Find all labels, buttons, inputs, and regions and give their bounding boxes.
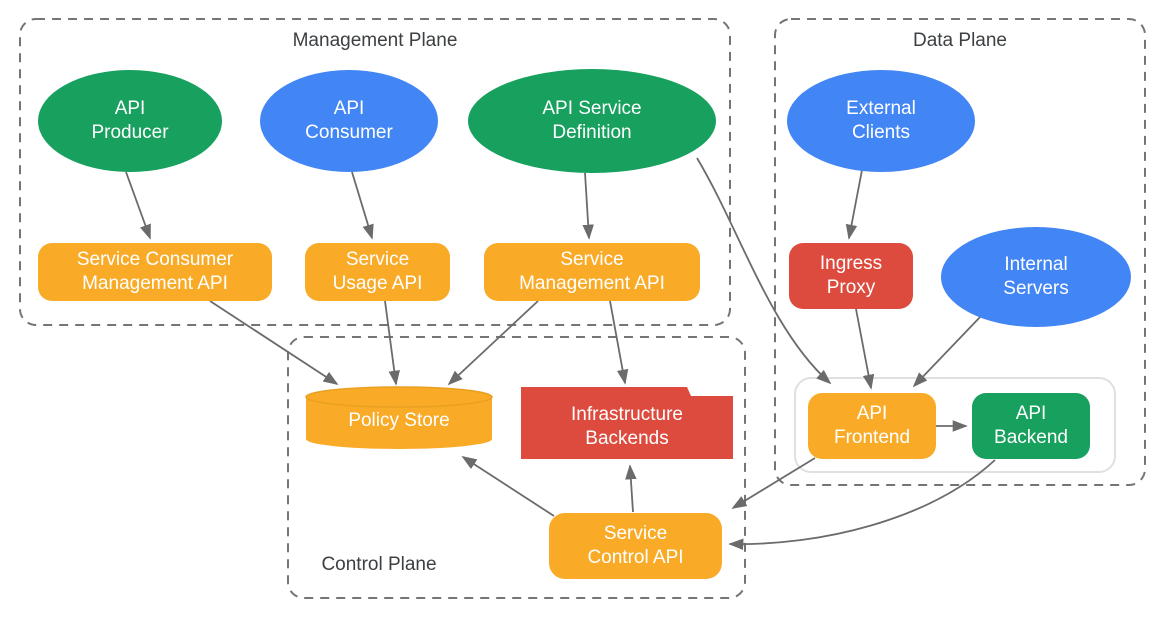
edge-api-backend-to-service-control [728,459,996,551]
external-clients-shape[interactable] [787,70,975,172]
policy-store-body[interactable] [306,397,492,449]
control-plane-label: Control Plane [321,554,436,575]
service-management-api-shape[interactable] [484,243,700,301]
api-frontend-shape[interactable] [808,393,936,459]
edge-service-mgmt-to-infrastructure [609,300,629,385]
edge-external-clients-to-ingress [845,169,863,240]
edge-service-control-to-policy-store [461,456,555,517]
control-plane-border [287,336,746,599]
infrastructure-backends-shape[interactable] [521,387,733,459]
management-plane-label: Management Plane [293,30,458,51]
policy-store-label: Policy Store [348,410,449,431]
service-control-api-shape[interactable] [549,513,722,579]
service-usage-api-shape[interactable] [305,243,450,301]
control-plane: Control Plane [287,336,746,599]
edge-usage-to-policy-store [384,300,400,386]
data-plane: Data Plane [774,18,1146,486]
edge-definition-to-service-mgmt [582,172,594,240]
api-consumer-shape[interactable] [260,70,438,172]
data-plane-border [774,18,1146,486]
edge-definition-to-api-frontend [696,157,832,385]
edge-consumer-mgmt-to-policy-store [209,300,339,385]
edge-consumer-to-usage [351,171,374,240]
edge-producer-to-consumer-mgmt [125,171,151,240]
management-plane: Management Plane [19,18,731,326]
data-plane-label: Data Plane [913,30,1007,51]
policy-store-top [305,386,493,408]
edge-ingress-to-api-frontend [855,308,875,390]
edge-internal-servers-to-api-frontend [912,314,983,388]
edge-service-control-to-infrastructure [625,464,637,513]
api-producer-shape[interactable] [38,70,222,172]
policy-store[interactable]: Policy Store [305,386,493,449]
edge-api-frontend-to-service-control [731,457,816,509]
api-backend-shape[interactable] [972,393,1090,459]
ingress-proxy-shape[interactable] [789,243,913,309]
internal-servers-shape[interactable] [941,227,1131,327]
management-plane-border [19,18,731,326]
edge-service-mgmt-to-policy-store [447,300,539,386]
service-consumer-management-api-shape[interactable] [38,243,272,301]
edges-layer [125,157,996,551]
api-service-definition-shape[interactable] [468,69,716,173]
